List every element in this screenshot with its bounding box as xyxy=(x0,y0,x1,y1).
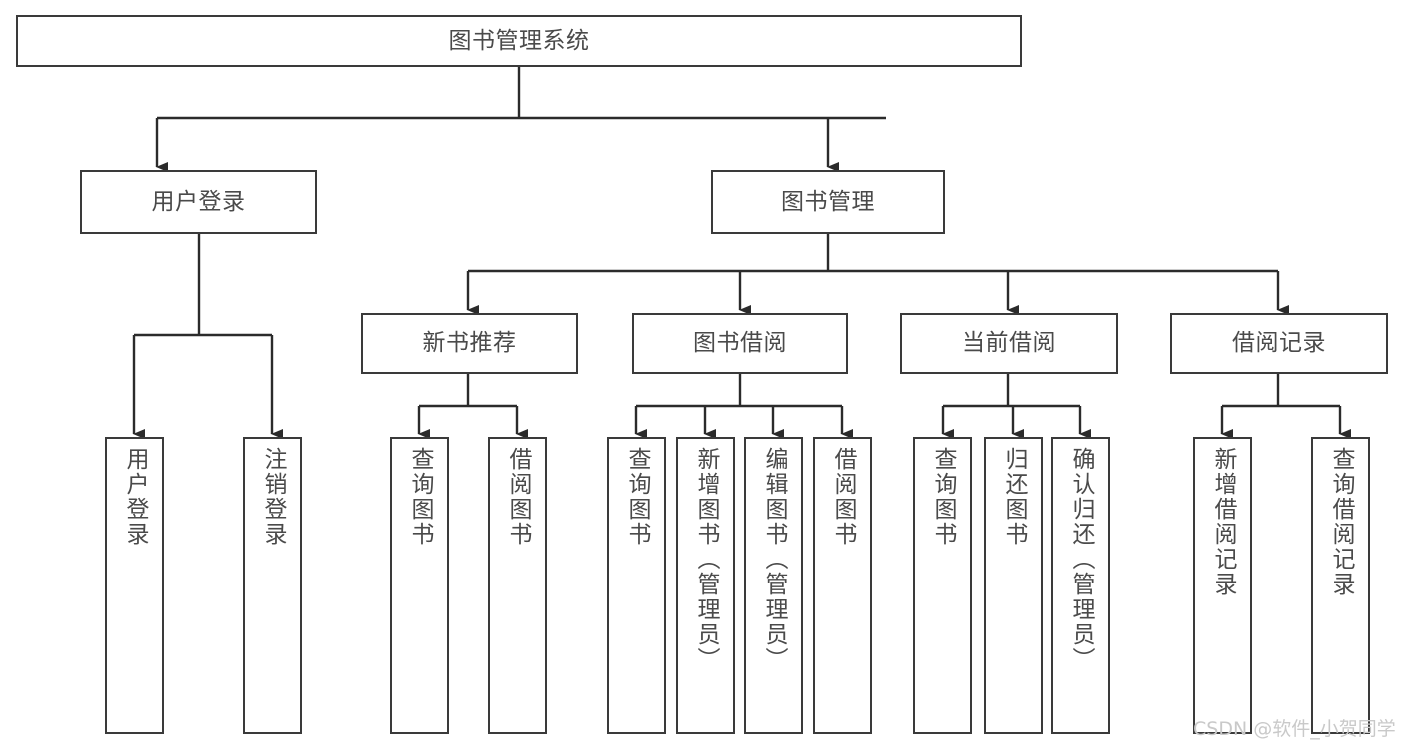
leaf-book-borrow-edit[interactable]: 编辑图书（管理员） xyxy=(744,437,803,734)
leaf-current-borrow-query[interactable]: 查询图书 xyxy=(913,437,972,734)
node-label: 图书管理系统 xyxy=(448,27,590,54)
node-label: 查询图书 xyxy=(930,447,956,547)
node-label: 新增图书（管理员） xyxy=(693,447,719,672)
node-root-system[interactable]: 图书管理系统 xyxy=(16,15,1022,67)
leaf-book-borrow-borrow[interactable]: 借阅图书 xyxy=(813,437,872,734)
node-label: 新增借阅记录 xyxy=(1210,447,1236,597)
leaf-new-book-query[interactable]: 查询图书 xyxy=(390,437,449,734)
node-label: 借阅记录 xyxy=(1232,330,1326,357)
node-label: 编辑图书（管理员） xyxy=(761,447,787,672)
leaf-user-login-logout[interactable]: 注销登录 xyxy=(243,437,302,734)
leaf-current-borrow-confirm-return[interactable]: 确认归还（管理员） xyxy=(1051,437,1110,734)
node-label: 当前借阅 xyxy=(962,330,1056,357)
leaf-borrow-record-query[interactable]: 查询借阅记录 xyxy=(1311,437,1370,734)
node-book-management[interactable]: 图书管理 xyxy=(711,170,945,234)
node-label: 确认归还（管理员） xyxy=(1068,447,1094,672)
node-new-book-recommend[interactable]: 新书推荐 xyxy=(361,313,578,374)
node-label: 借阅图书 xyxy=(830,447,856,547)
node-label: 用户登录 xyxy=(122,447,148,547)
node-label: 注销登录 xyxy=(260,447,286,547)
leaf-book-borrow-query[interactable]: 查询图书 xyxy=(607,437,666,734)
node-book-borrow[interactable]: 图书借阅 xyxy=(632,313,848,374)
leaf-book-borrow-add[interactable]: 新增图书（管理员） xyxy=(676,437,735,734)
node-borrow-record[interactable]: 借阅记录 xyxy=(1170,313,1388,374)
node-label: 查询借阅记录 xyxy=(1328,447,1354,597)
node-label: 用户登录 xyxy=(151,188,246,215)
node-label: 借阅图书 xyxy=(505,447,531,547)
node-user-login[interactable]: 用户登录 xyxy=(80,170,317,234)
node-label: 归还图书 xyxy=(1001,447,1027,547)
node-label: 查询图书 xyxy=(407,447,433,547)
csdn-watermark: CSDN @软件_小贺同学 xyxy=(1193,718,1396,740)
node-label: 图书借阅 xyxy=(693,330,787,357)
node-label: 查询图书 xyxy=(624,447,650,547)
leaf-new-book-borrow[interactable]: 借阅图书 xyxy=(488,437,547,734)
node-label: 图书管理 xyxy=(781,188,875,215)
leaf-borrow-record-add[interactable]: 新增借阅记录 xyxy=(1193,437,1252,734)
node-label: 新书推荐 xyxy=(422,330,517,357)
leaf-user-login-login[interactable]: 用户登录 xyxy=(105,437,164,734)
leaf-current-borrow-return[interactable]: 归还图书 xyxy=(984,437,1043,734)
node-current-borrow[interactable]: 当前借阅 xyxy=(900,313,1118,374)
